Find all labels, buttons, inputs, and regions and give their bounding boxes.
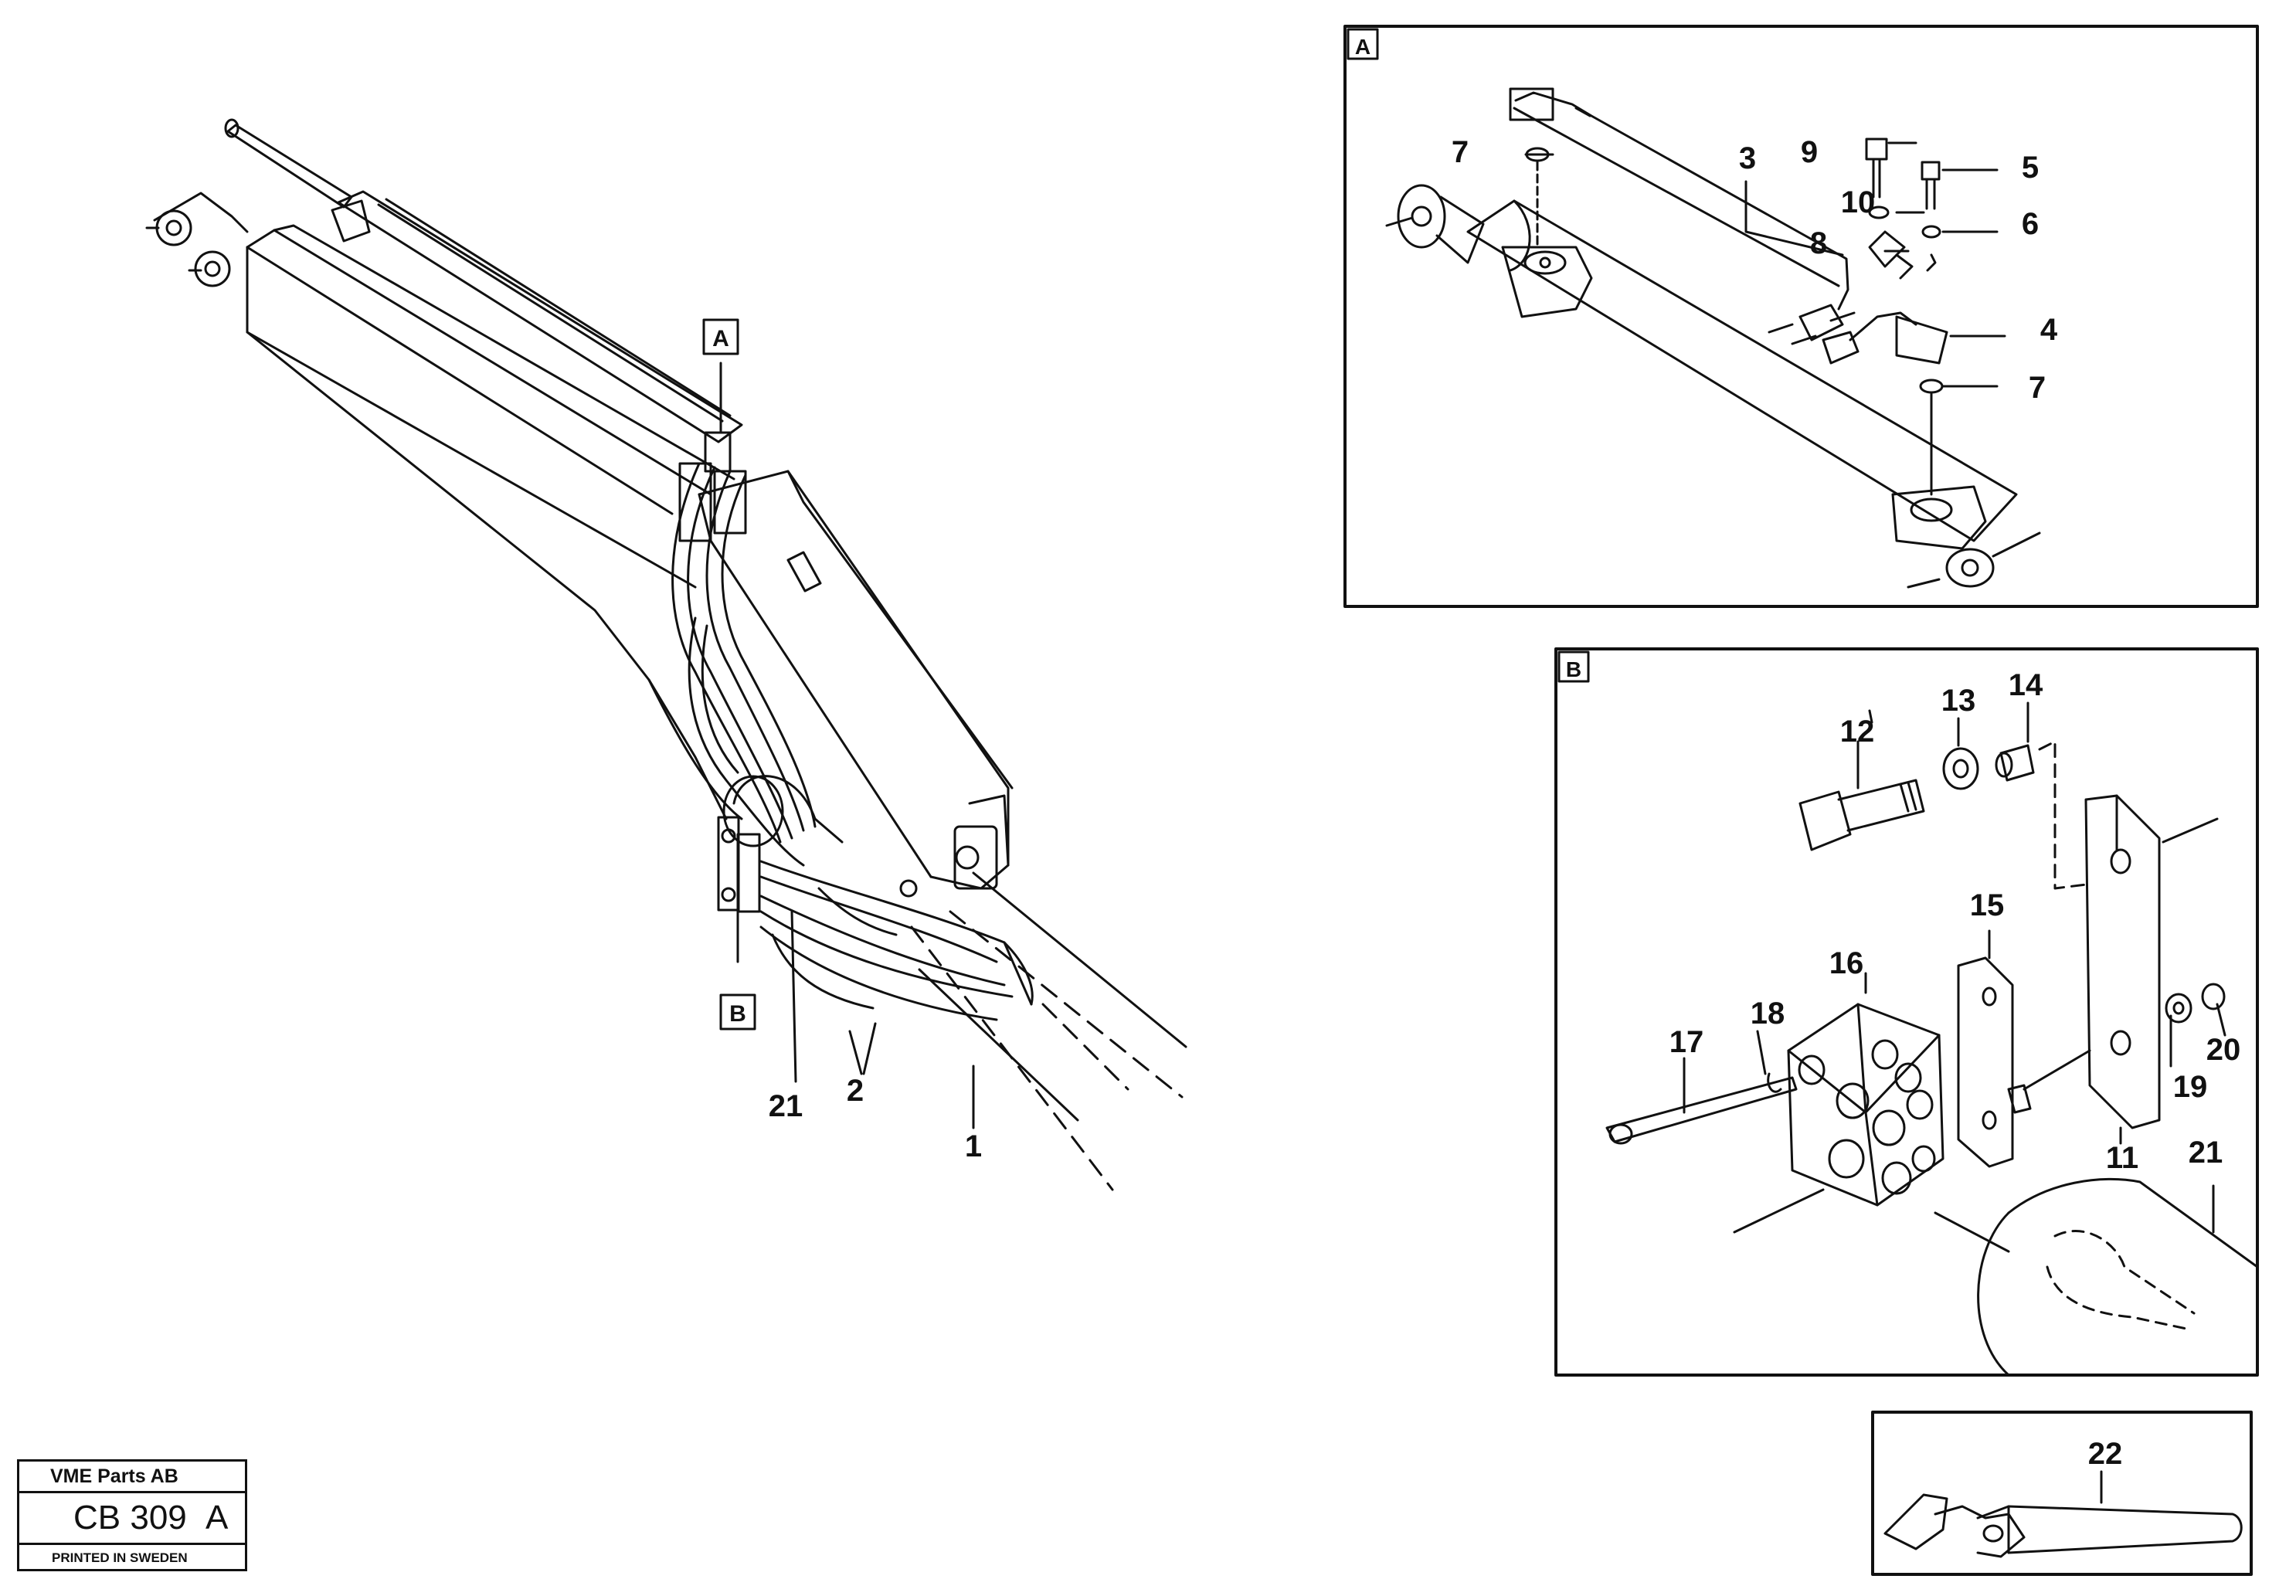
part-label-7-top: 7 — [1452, 135, 1469, 169]
part-label-7-bottom: 7 — [2029, 371, 2046, 405]
part-label-5: 5 — [2022, 151, 2039, 185]
detail-a-tag: A — [1355, 35, 1370, 59]
part-label-11: 11 — [2106, 1141, 2138, 1175]
part-label-8: 8 — [1810, 226, 1827, 260]
company-name: VME Parts AB — [19, 1462, 245, 1493]
part-label-12: 12 — [1840, 715, 1875, 749]
drawing-number-row: CB 309 A — [19, 1493, 245, 1545]
part-label-13: 13 — [1941, 684, 1976, 718]
callout-box-a — [702, 318, 739, 355]
callout-a-label: A — [712, 326, 729, 351]
part-label-15: 15 — [1970, 888, 2005, 922]
part-label-19: 19 — [2173, 1070, 2208, 1104]
drawing-number: CB 309 — [73, 1499, 187, 1537]
part-label-3: 3 — [1739, 141, 1756, 175]
part-label-10: 10 — [1841, 185, 1876, 219]
printed-note: PRINTED IN SWEDEN — [52, 1550, 188, 1565]
part-label-21-detail: 21 — [2189, 1136, 2223, 1170]
part-label-4: 4 — [2040, 313, 2058, 347]
revision-letter: A — [205, 1499, 229, 1537]
boom-arm-assembly — [145, 118, 1187, 1191]
part-label-20: 20 — [2206, 1033, 2241, 1067]
part-label-22: 22 — [2088, 1437, 2123, 1471]
part-label-1: 1 — [965, 1129, 982, 1163]
detail-b-panel — [1554, 647, 2259, 1377]
part-label-14: 14 — [2009, 668, 2043, 702]
title-block: VME Parts AB CB 309 A PRINTED IN SWEDEN — [17, 1459, 247, 1571]
part-label-17: 17 — [1669, 1025, 1704, 1059]
callout-box-b — [719, 993, 756, 1031]
part-label-21-main: 21 — [769, 1089, 803, 1123]
callout-b-label: B — [729, 1001, 746, 1027]
part-label-9: 9 — [1801, 135, 1818, 169]
detail-b-tag: B — [1566, 657, 1581, 681]
part-label-6: 6 — [2022, 207, 2039, 241]
detail-a-panel — [1343, 25, 2259, 608]
part-label-18: 18 — [1751, 997, 1785, 1031]
part-label-16: 16 — [1829, 946, 1864, 980]
part-label-2: 2 — [847, 1074, 864, 1108]
main-leaders — [719, 362, 975, 1129]
detail-22-panel — [1871, 1411, 2253, 1576]
